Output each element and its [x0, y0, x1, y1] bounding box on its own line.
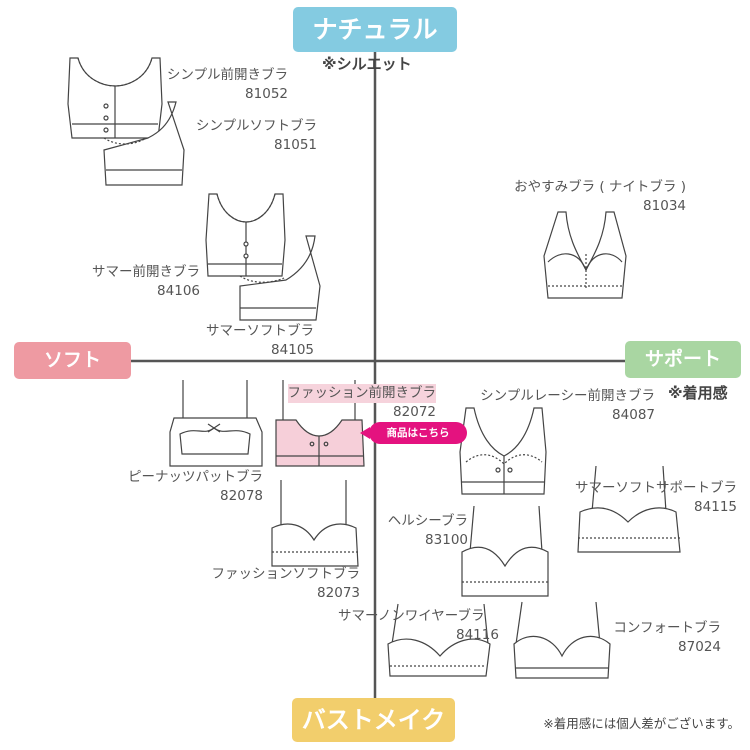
product-label-81034[interactable]: おやすみブラ ( ナイトブラ ) 81034	[514, 178, 686, 216]
product-code: 81052	[245, 86, 288, 102]
product-name: サマーソフトサポートブラ	[575, 480, 737, 496]
product-code: 84106	[157, 283, 200, 299]
product-label-82072[interactable]: ファッション前開きブラ 82072	[287, 384, 436, 422]
product-code: 82073	[317, 585, 360, 601]
product-label-87024[interactable]: コンフォートブラ 87024	[613, 619, 721, 657]
product-code: 84116	[456, 627, 499, 643]
product-label-82078[interactable]: ピーナッツパットブラ 82078	[128, 468, 263, 506]
product-link-button[interactable]: 商品はこちら	[360, 422, 467, 444]
axis-support-label: サポート	[625, 341, 741, 378]
product-label-84106[interactable]: サマー前開きブラ 84106	[92, 263, 200, 301]
product-name: シンプル前開きブラ	[166, 67, 288, 83]
product-code: 83100	[425, 532, 468, 548]
footer-disclaimer: ※着用感には個人差がございます。	[543, 716, 740, 731]
product-name: シンプルソフトブラ	[195, 118, 317, 134]
bra-82078-illustration	[169, 380, 263, 467]
product-name: ピーナッツパットブラ	[128, 469, 263, 485]
bra-84115-illustration	[577, 465, 681, 553]
bra-84087-illustration	[459, 407, 547, 495]
product-label-81051[interactable]: シンプルソフトブラ 81051	[196, 117, 317, 155]
product-name: サマーソフトブラ	[206, 323, 314, 339]
product-code: 82078	[220, 488, 263, 504]
axis-soft-label: ソフト	[14, 342, 131, 379]
bra-84116-illustration	[387, 603, 491, 677]
product-name: コンフォートブラ	[613, 620, 721, 636]
fit-feel-note: ※着用感	[668, 384, 728, 402]
product-label-84115[interactable]: サマーソフトサポートブラ 84115	[575, 479, 737, 517]
bra-87024-illustration	[513, 601, 611, 679]
product-code: 82072	[393, 404, 436, 420]
product-code: 84105	[271, 342, 314, 358]
product-code: 81051	[274, 137, 317, 153]
product-name: シンプルレーシー前開きブラ	[480, 388, 655, 404]
product-name: ヘルシーブラ	[387, 513, 468, 529]
product-label-84105[interactable]: サマーソフトブラ 84105	[206, 322, 314, 360]
product-name: サマーノンワイヤーブラ	[338, 608, 485, 624]
product-name: おやすみブラ ( ナイトブラ )	[514, 179, 686, 195]
product-name: ファッション前開きブラ	[287, 384, 436, 403]
bra-81052-illustration	[67, 57, 163, 139]
bra-81034-illustration	[543, 211, 627, 299]
axis-natural-label: ナチュラル	[293, 7, 457, 52]
silhouette-note: ※シルエット	[322, 55, 412, 73]
bra-83100-illustration	[461, 505, 549, 597]
bra-84105-illustration	[239, 235, 321, 321]
bra-81051-illustration	[103, 101, 185, 186]
product-name: サマー前開きブラ	[92, 264, 200, 280]
product-label-83100[interactable]: ヘルシーブラ 83100	[388, 512, 468, 550]
bra-84106-illustration	[205, 193, 286, 277]
product-label-84116[interactable]: サマーノンワイヤーブラ 84116	[338, 607, 499, 645]
product-code: 87024	[678, 639, 721, 655]
product-code: 84087	[612, 407, 655, 423]
axis-bust-make-label: バストメイク	[292, 698, 455, 742]
product-label-81052[interactable]: シンプル前開きブラ 81052	[167, 66, 288, 104]
product-label-84087[interactable]: シンプルレーシー前開きブラ 84087	[480, 387, 655, 425]
product-code: 81034	[643, 198, 686, 214]
product-code: 84115	[694, 499, 737, 515]
product-name: ファッションソフトブラ	[211, 566, 361, 582]
product-label-82073[interactable]: ファッションソフトブラ 82073	[212, 565, 361, 603]
bra-82073-illustration	[271, 480, 359, 567]
